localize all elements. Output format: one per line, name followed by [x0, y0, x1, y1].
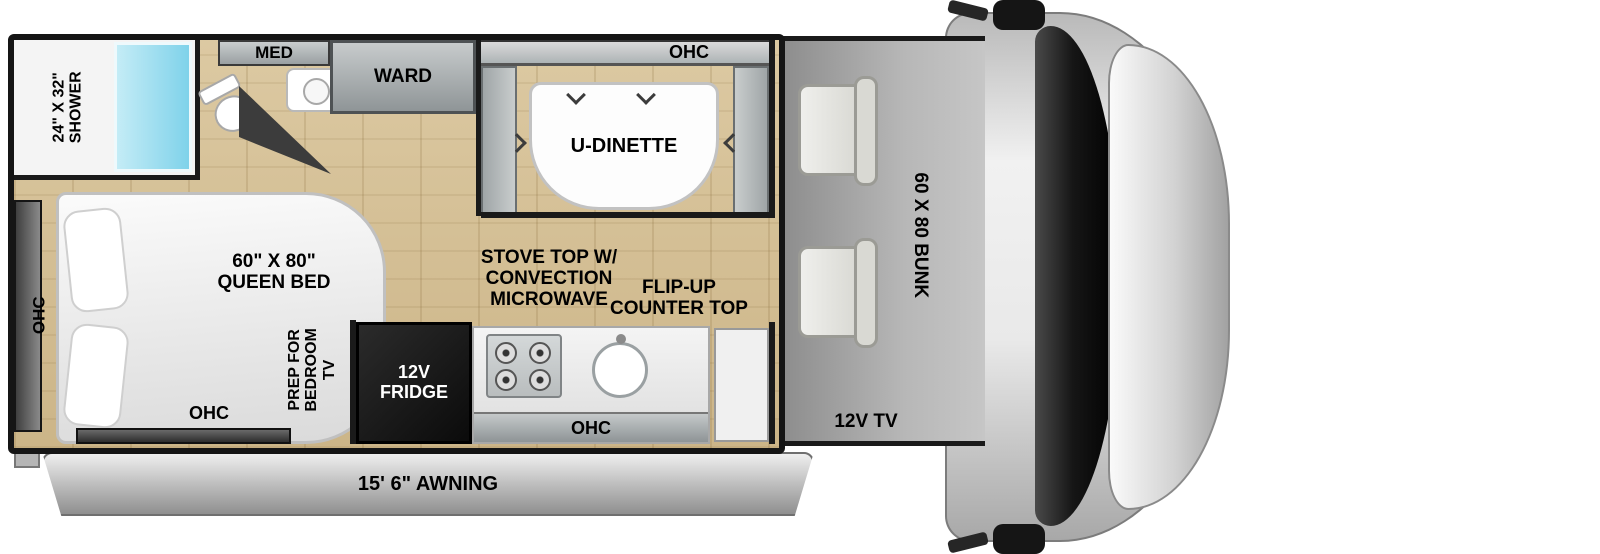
shower-room: 24" X 32" SHOWER [14, 40, 200, 180]
faucet-icon [616, 334, 626, 344]
dinette-bench [481, 66, 517, 218]
bedroom-ohc-left-label: OHC [29, 296, 49, 334]
bedroom-overhead-cabinet-bottom [76, 428, 291, 444]
queen-bed [56, 192, 386, 444]
pillow [61, 322, 131, 430]
dinette-base-wall [481, 212, 769, 218]
dinette-label: U-DINETTE [570, 134, 678, 157]
bedroom-overhead-cabinet-left [14, 200, 42, 432]
coach-body: 24" X 32" SHOWER MED WARD OHC U-DINETTE [8, 34, 785, 454]
kitchen-overhead-cabinet: OHC [474, 412, 708, 442]
flip-up-label: FLIP-UP COUNTER TOP [610, 277, 748, 319]
entry-door-area [714, 328, 769, 442]
medicine-cabinet: MED [218, 40, 330, 66]
wheel-icon [993, 524, 1045, 554]
kitchen-ohc-label: OHC [571, 417, 611, 438]
u-dinette-table: U-DINETTE [529, 82, 719, 210]
sink-icon [303, 78, 330, 105]
stove-burner-icon [495, 369, 517, 391]
dinette-ohc-label: OHC [669, 42, 709, 62]
shower-pan [114, 42, 192, 172]
med-label: MED [255, 43, 293, 62]
awning-bar: 15' 6" AWNING [42, 452, 814, 516]
kitchen-wall [350, 320, 356, 444]
wardrobe-cabinet: WARD [330, 40, 476, 114]
passenger-seat-back [854, 238, 878, 348]
truck-hood [1108, 44, 1230, 510]
fridge-label: 12V FRIDGE [379, 362, 448, 402]
prep-tv-label: PREP FOR BEDROOM TV [286, 328, 338, 412]
shower-label-wrap: 24" X 32" SHOWER [30, 40, 106, 174]
fridge: 12V FRIDGE [356, 322, 472, 444]
awning-label: 15' 6" AWNING [357, 472, 499, 495]
bunk-label: 60 X 80 BUNK [910, 172, 932, 298]
queen-bed-label: 60" X 80" QUEEN BED [217, 251, 331, 293]
stove-burner-icon [495, 342, 517, 364]
stove-top [486, 334, 562, 398]
stove-burner-icon [529, 342, 551, 364]
bunk-label-wrap: 60 X 80 BUNK [860, 140, 980, 330]
ward-label: WARD [373, 66, 433, 87]
tv-label: 12V TV [834, 411, 898, 432]
driver-seat-back [854, 76, 878, 186]
shower-label: 24" X 32" SHOWER [50, 71, 85, 143]
kitchen-counter: OHC [472, 326, 710, 444]
dinette-wall [476, 40, 481, 216]
bedroom-ohc-bottom-label: OHC [189, 403, 229, 423]
front-wall-upper [769, 40, 775, 218]
stove-burner-icon [529, 369, 551, 391]
stove-label: STOVE TOP W/ CONVECTION MICROWAVE [480, 247, 618, 310]
wheel-icon [993, 0, 1045, 30]
sink-icon [592, 342, 648, 398]
pillow [61, 206, 131, 314]
dinette-overhead-cabinet [481, 40, 769, 66]
front-wall-lower [769, 322, 775, 444]
